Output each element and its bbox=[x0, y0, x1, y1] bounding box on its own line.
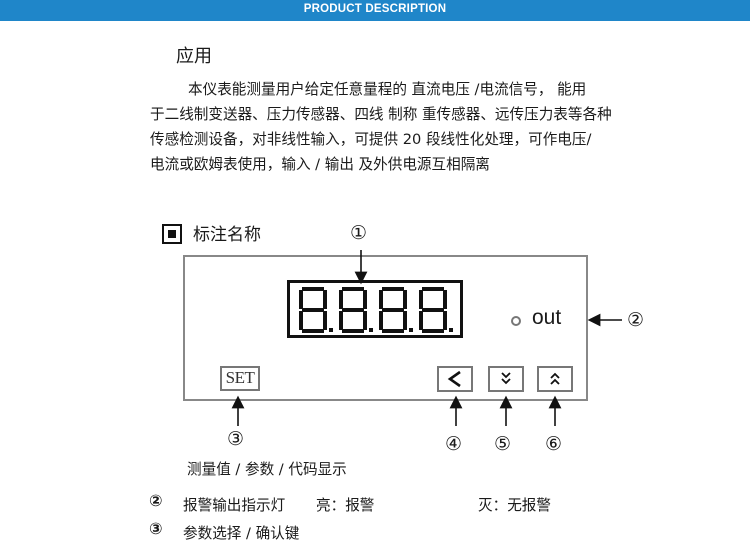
banner-title: PRODUCT DESCRIPTION bbox=[303, 3, 447, 15]
note-2-off: 灭：无报警 bbox=[478, 497, 551, 514]
callout-5: ⑤ bbox=[494, 433, 512, 455]
double-chevron-down-icon bbox=[501, 372, 511, 385]
note-2-on: 亮：报警 bbox=[316, 497, 375, 514]
paragraph-line-1: 本仪表能测量用户给定任意量程的 直流电压 /电流信号， 能用 bbox=[188, 81, 587, 98]
double-chevron-up-icon bbox=[550, 372, 560, 385]
callout-1: ① bbox=[350, 222, 368, 244]
paragraph-line-3: 传感检测设备，对非线性输入，可提供 20 段线性化处理，可作电压/ bbox=[150, 131, 592, 148]
down-key-button[interactable] bbox=[488, 366, 524, 392]
digit-1 bbox=[299, 287, 327, 333]
out-indicator-led bbox=[511, 316, 521, 326]
digit-3 bbox=[379, 287, 407, 333]
paragraph-line-2: 于二线制变送器、压力传感器、四线 制称 重传感器、远传压力表等各种 bbox=[150, 106, 612, 123]
set-button[interactable]: SET bbox=[220, 366, 260, 391]
out-label: out bbox=[532, 306, 562, 329]
digit-4 bbox=[419, 287, 447, 333]
section-heading: 应用 bbox=[176, 46, 212, 67]
display-digits bbox=[299, 287, 453, 333]
shift-key-button[interactable] bbox=[437, 366, 473, 392]
seven-segment-display bbox=[287, 280, 463, 338]
callout-2: ② bbox=[627, 309, 645, 331]
decimal-point-3 bbox=[409, 328, 413, 332]
digit-2 bbox=[339, 287, 367, 333]
header-banner: PRODUCT DESCRIPTION bbox=[0, 0, 750, 21]
paragraph-line-4: 电流或欧姆表使用，输入 / 输出 及外供电源互相隔离 bbox=[150, 156, 490, 173]
display-caption: 测量值 / 参数 / 代码显示 bbox=[187, 461, 347, 478]
up-key-button[interactable] bbox=[537, 366, 573, 392]
note-3-number: ③ bbox=[149, 519, 163, 538]
note-2-number: ② bbox=[149, 491, 163, 510]
note-3-text: 参数选择 / 确认键 bbox=[183, 525, 300, 542]
legend-title: 标注名称 bbox=[193, 225, 261, 245]
decimal-point-1 bbox=[329, 328, 333, 332]
square-marker-icon bbox=[162, 224, 182, 244]
decimal-point-4 bbox=[449, 328, 453, 332]
callout-3: ③ bbox=[227, 428, 245, 450]
callout-4: ④ bbox=[445, 433, 463, 455]
note-2-text: 报警输出指示灯 bbox=[183, 497, 286, 514]
left-chevron-icon bbox=[447, 370, 461, 388]
callout-6: ⑥ bbox=[545, 433, 563, 455]
decimal-point-2 bbox=[369, 328, 373, 332]
